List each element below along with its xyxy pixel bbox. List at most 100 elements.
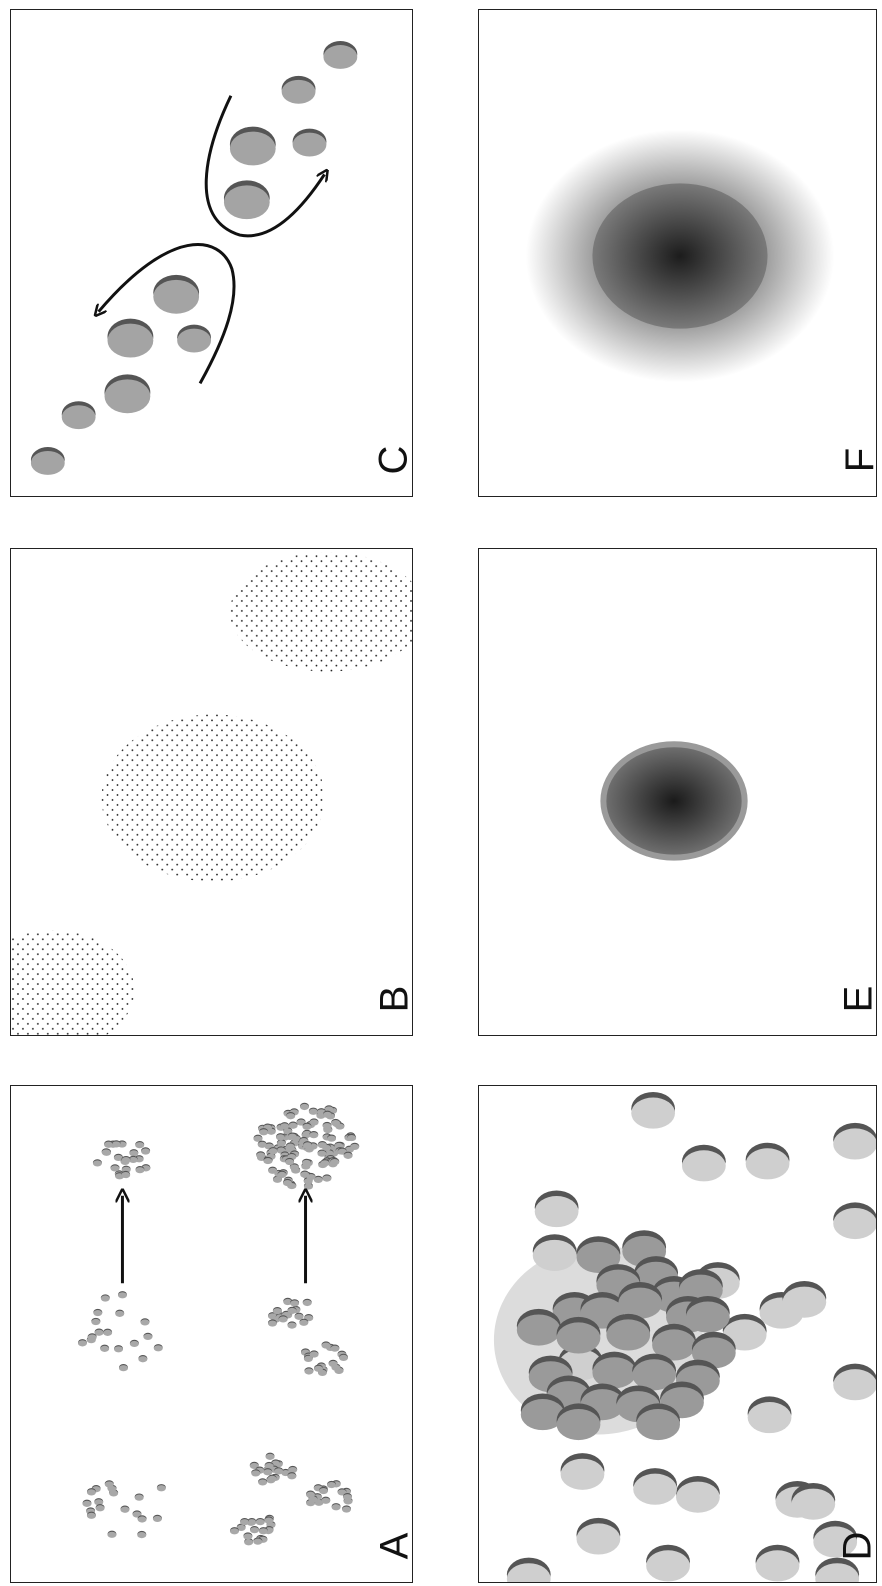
particle [119,1364,128,1371]
particle [157,1484,166,1491]
particle [276,1133,285,1140]
disc [282,76,316,104]
particle [303,1123,312,1130]
panel-label-f: F [840,448,877,472]
particle [101,1294,110,1301]
particle [782,1281,826,1318]
particle [230,1527,239,1534]
particle [256,1151,265,1158]
particle-groups [78,1103,359,1546]
panel-d: D [478,1085,877,1583]
particle [88,1333,97,1340]
panel-b-diagram [11,549,412,1035]
particle [93,1159,102,1166]
particle [300,1171,309,1178]
panel-label-e: E [839,986,877,1013]
particle [100,1345,109,1352]
panel-e: E [478,548,877,1036]
particle [332,1503,341,1510]
particle [141,1147,150,1154]
disc [323,41,357,69]
particle [339,1354,348,1361]
particle [279,1315,288,1322]
panel-label-c: C [374,446,413,475]
particle [103,1329,112,1336]
particle [78,1339,87,1346]
panel-label-a: A [375,1533,413,1560]
panel-f: F [478,9,877,497]
curved-arrow-upper [206,96,324,236]
particle [304,1367,313,1374]
particle [140,1318,149,1325]
particle [286,1112,295,1119]
panel-label-d: D [838,1532,877,1561]
particle [303,1141,312,1148]
compact-core [606,747,741,854]
particle [288,1466,297,1473]
disc [177,325,211,353]
particle [833,1202,876,1239]
particle [259,1128,268,1135]
particle [535,1190,579,1227]
particle [321,1497,330,1504]
particle [331,1119,340,1126]
particle [557,1403,601,1440]
particle [111,1164,120,1171]
particle [269,1147,278,1154]
particle [136,1166,145,1173]
particle [350,1143,359,1150]
particle [756,1545,800,1582]
dotted-region-lower [11,930,134,1035]
particle [83,1500,92,1507]
particle [105,1480,114,1487]
disc [293,129,327,157]
particle [323,1122,332,1129]
particle [507,1558,551,1582]
particle [309,1108,318,1115]
particle [533,1234,577,1271]
panel-label-b: B [375,986,413,1013]
particle [343,1493,352,1500]
particle [557,1317,601,1354]
particle [344,1152,353,1159]
particle [258,1478,267,1485]
panel-e-diagram [479,549,876,1035]
particle [618,1282,662,1319]
particle [815,1558,859,1582]
panel-b: B [10,548,413,1036]
particle [682,1145,726,1182]
particle [93,1309,102,1316]
panel-c-diagram [11,10,412,496]
particle [118,1291,127,1298]
dense-core [592,183,767,328]
particle [314,1365,323,1372]
particle [517,1309,561,1346]
particle [250,1526,259,1533]
particle [278,1171,287,1178]
particle [280,1122,289,1129]
particle [114,1345,123,1352]
disc [108,319,154,358]
particle [138,1515,147,1522]
particle [327,1481,336,1488]
particle [633,1468,677,1505]
particle [268,1167,277,1174]
panel-d-diagram [479,1086,876,1582]
particle [107,1531,116,1538]
particle [286,1142,295,1149]
particle [592,1352,636,1389]
particle [327,1135,336,1142]
panel-a: A [10,1085,413,1583]
disc-chain [31,41,357,475]
particle [303,1299,312,1306]
disc [224,180,270,219]
particle [253,1537,262,1544]
particle [746,1143,790,1180]
particle [289,1122,298,1129]
particle [631,1092,675,1129]
particle [87,1512,96,1519]
disc [62,401,96,429]
particle [299,1319,308,1326]
particle [748,1396,792,1433]
particle [87,1488,96,1495]
